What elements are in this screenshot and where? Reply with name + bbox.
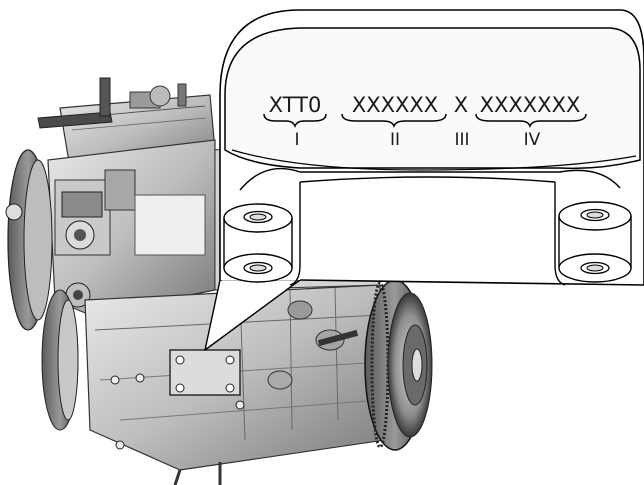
segment-roman-2: II: [390, 130, 400, 150]
engine-number-format: XTT0 XXXXXX X XXXXXXX I II III IV: [263, 93, 587, 150]
left-mount-foot: [223, 203, 293, 283]
segment-code-2: XXXXXX: [352, 93, 438, 117]
segment-brace-4: [475, 113, 587, 129]
segment-brace-1: [263, 113, 327, 129]
segment-roman-1: I: [294, 130, 299, 150]
segment-roman-3: III: [454, 130, 469, 150]
segment-code-3: X: [454, 93, 468, 117]
segment-code-1: XTT0: [269, 93, 322, 117]
segment-code-4: XXXXXXX: [480, 93, 581, 117]
right-mount-foot: [558, 201, 632, 283]
segment-roman-4: IV: [524, 130, 541, 150]
engine-mount-bracket: [223, 27, 641, 286]
segment-brace-2: [341, 113, 447, 129]
